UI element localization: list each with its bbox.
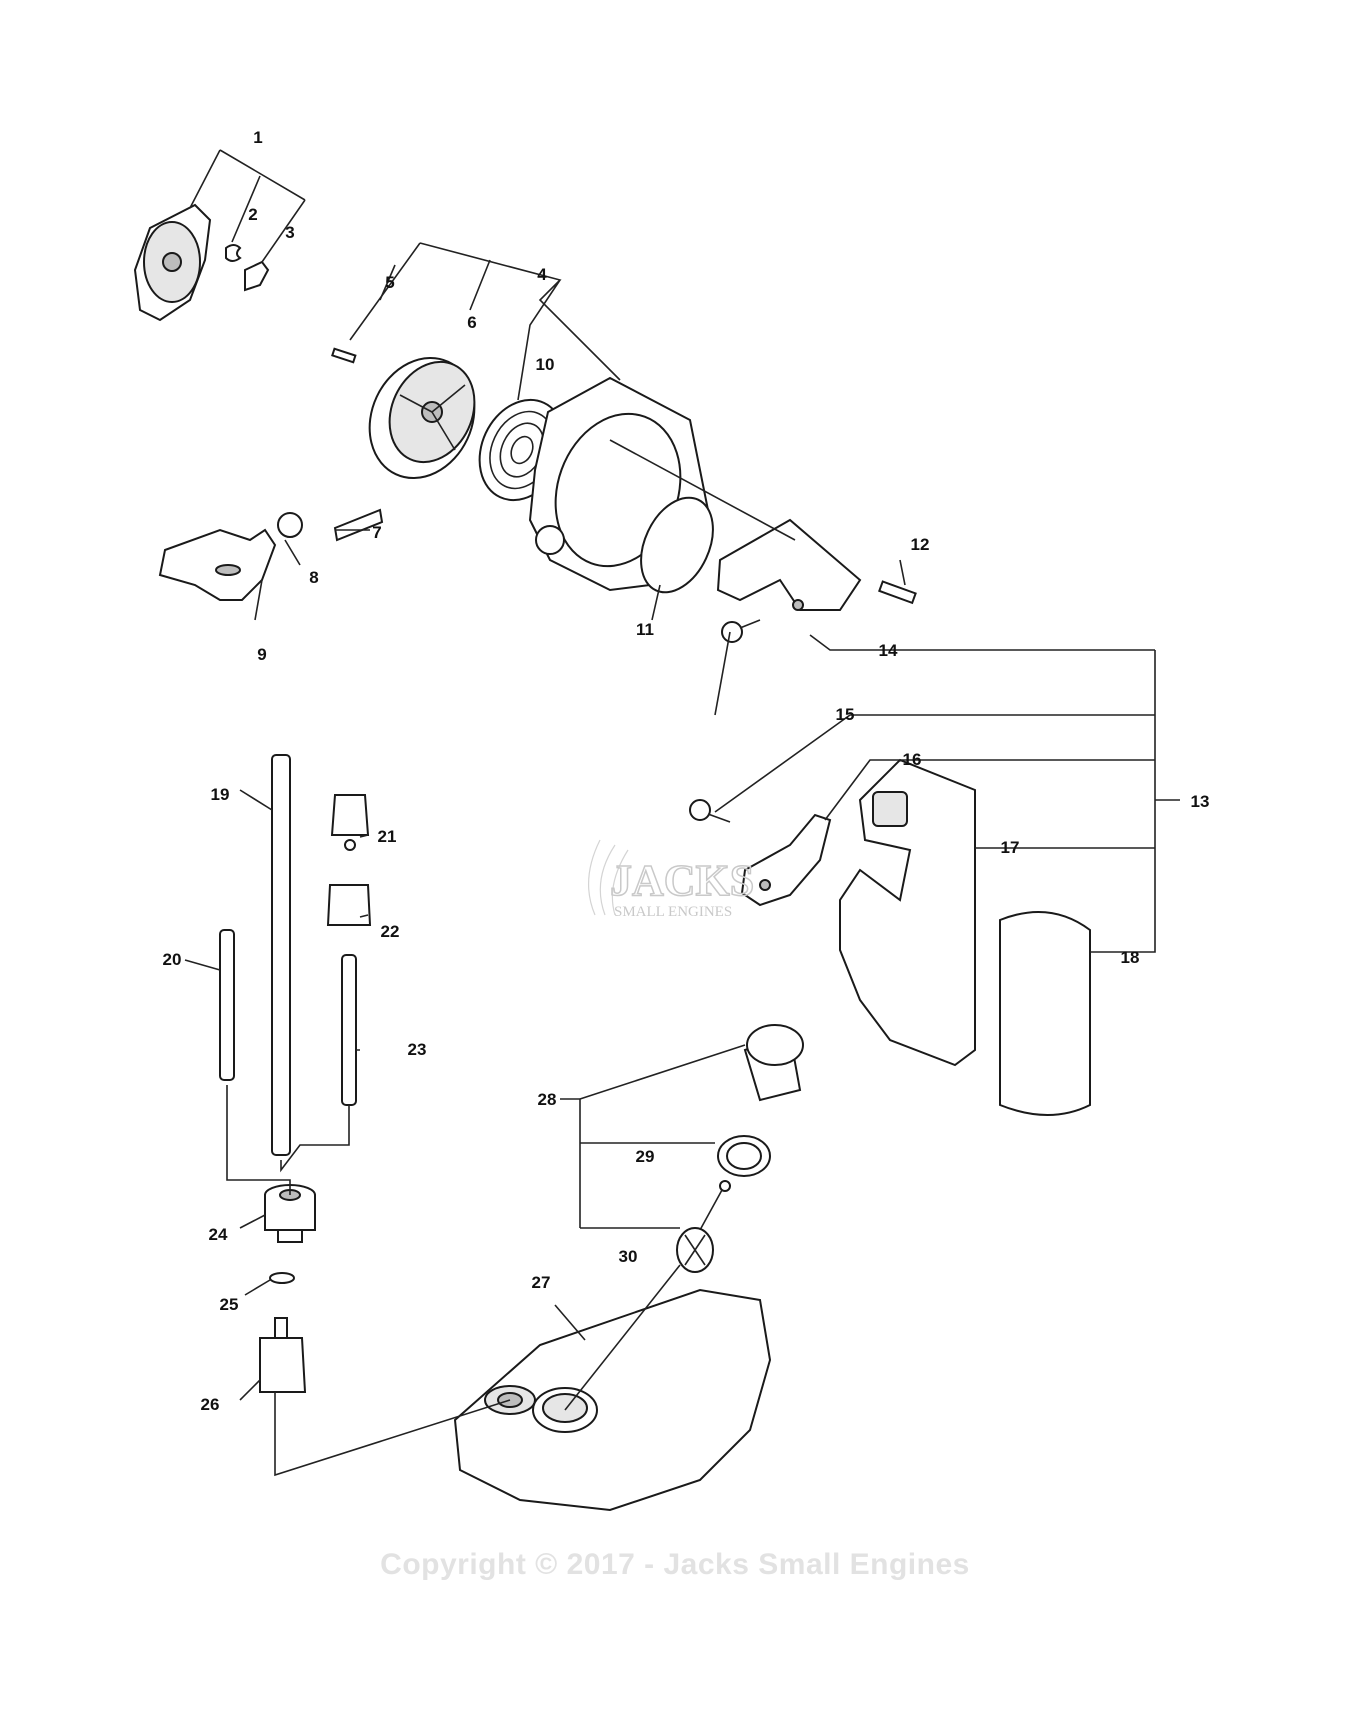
callout-21: 21 [378, 827, 397, 846]
callout-16: 16 [903, 750, 922, 769]
callout-24: 24 [209, 1225, 228, 1244]
callout-29: 29 [636, 1147, 655, 1166]
starter-pulley-part [331, 347, 476, 480]
callout-18: 18 [1121, 948, 1140, 967]
callout-17: 17 [1001, 838, 1020, 857]
grommet-21-part [330, 794, 370, 851]
watermark-logo: JACKS SMALL ENGINES [587, 839, 755, 920]
callout-4: 4 [537, 265, 547, 284]
washer-15-part [689, 799, 731, 823]
callout-12: 12 [911, 535, 930, 554]
callout-19: 19 [211, 785, 230, 804]
callout-10: 10 [536, 355, 555, 374]
clip-25-part [269, 1272, 295, 1284]
seal-ring-part [640, 496, 714, 594]
watermark-line2: SMALL ENGINES [614, 904, 732, 920]
callout-11: 11 [636, 620, 654, 639]
callout-6: 6 [467, 313, 476, 332]
grommet-22-part [326, 884, 372, 926]
callout-labels: 1 2 3 4 5 6 7 8 9 10 11 12 13 14 15 16 1… [163, 128, 1210, 1414]
bracket-part [716, 518, 862, 611]
callout-3: 3 [285, 223, 294, 242]
grip-18-part [999, 911, 1091, 1116]
cap-strainer-part [676, 1180, 731, 1273]
handle-17-part [839, 758, 976, 1067]
callout-1: 1 [253, 128, 262, 147]
callout-27: 27 [532, 1273, 551, 1292]
tube-19-part [271, 754, 291, 1156]
callout-9: 9 [257, 645, 266, 664]
callout-14: 14 [879, 641, 898, 660]
callout-22: 22 [381, 922, 400, 941]
tube-23-part [341, 954, 357, 1106]
tube-20-part [219, 929, 235, 1081]
gasket-29-part [717, 1135, 771, 1177]
plate-16-part [740, 813, 832, 907]
bolt-12-part [878, 580, 917, 605]
callout-2: 2 [248, 205, 257, 224]
pawl-hub-part [133, 203, 270, 322]
callout-26: 26 [201, 1395, 220, 1414]
screw-14-part [721, 619, 761, 643]
copyright-notice: Copyright © 2017 - Jacks Small Engines [380, 1548, 970, 1581]
callout-8: 8 [309, 568, 318, 587]
fuel-tank-part [453, 1288, 772, 1512]
callout-23: 23 [408, 1040, 427, 1059]
tank-cap-part [743, 1024, 804, 1102]
callout-15: 15 [836, 705, 855, 724]
callout-30: 30 [619, 1247, 638, 1266]
callout-20: 20 [163, 950, 182, 969]
callout-28: 28 [538, 1090, 557, 1109]
callout-5: 5 [385, 273, 394, 292]
leader-lines [184, 149, 1180, 1477]
rope-spring-part [277, 508, 384, 542]
watermark-line1: JACKS [610, 856, 754, 905]
callout-13: 13 [1191, 792, 1210, 811]
callout-7: 7 [372, 523, 381, 542]
filter-26-part [259, 1317, 307, 1393]
callout-25: 25 [220, 1295, 239, 1314]
starter-handle-part [158, 528, 277, 601]
